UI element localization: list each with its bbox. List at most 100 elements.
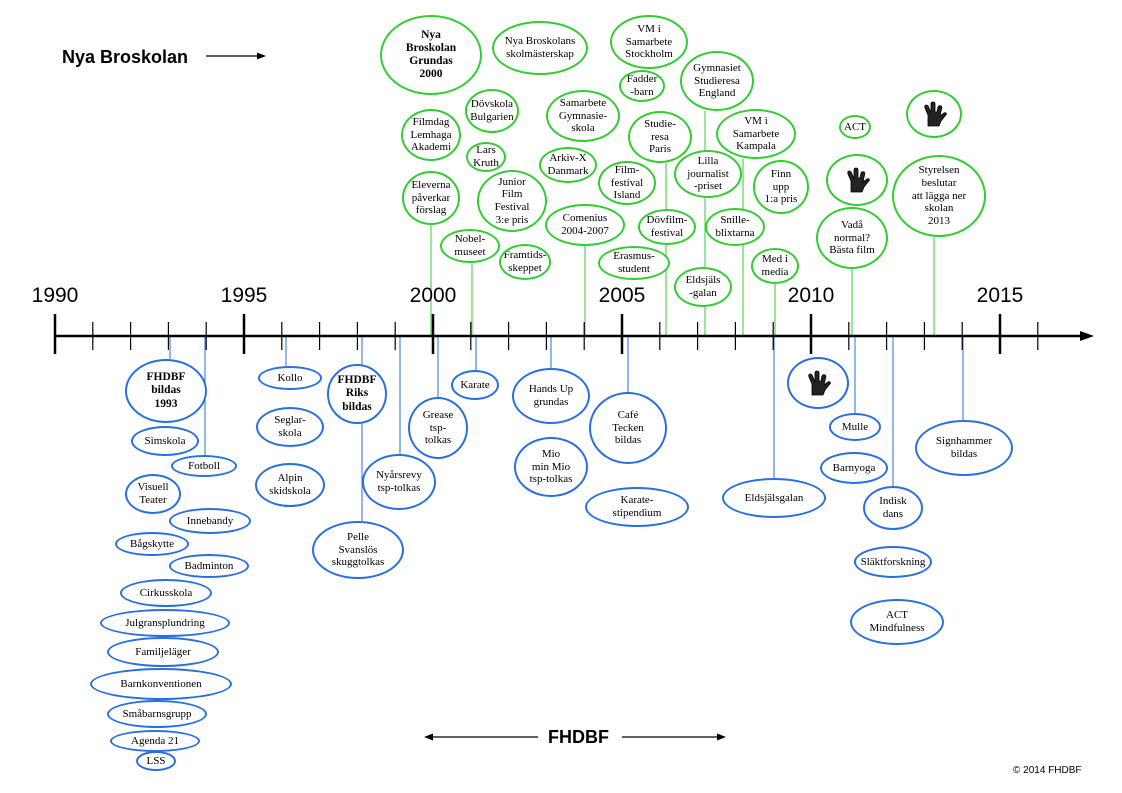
event-bubble: Familjeläger xyxy=(107,637,219,667)
event-bubble: FHDBF bildas 1993 xyxy=(125,359,207,423)
event-label: Arkiv-X Danmark xyxy=(547,152,589,177)
event-label: Bågskytte xyxy=(130,537,174,550)
icon-bubble xyxy=(826,154,888,206)
sign-language-hand-icon xyxy=(847,167,870,193)
event-bubble: Indisk dans xyxy=(863,486,923,530)
event-bubble: Alpin skidskola xyxy=(255,463,325,507)
event-bubble: FHDBF Riks bildas xyxy=(327,364,387,424)
event-bubble: Eleverna påverkar förslag xyxy=(402,171,460,225)
event-label: Café Tecken bildas xyxy=(612,409,644,447)
event-label: Julgransplundring xyxy=(125,616,205,629)
bottom-heading-arrowhead-right xyxy=(717,733,726,741)
copyright-text: © 2014 FHDBF xyxy=(1013,765,1082,776)
event-bubble: Barnyoga xyxy=(820,452,888,484)
event-label: Lilla journalist -priset xyxy=(687,155,729,193)
timeline-axis xyxy=(53,314,1094,354)
event-bubble: Karate- stipendium xyxy=(585,487,689,527)
event-label: Dövfilm- festival xyxy=(646,214,688,239)
event-label: Signhammer bildas xyxy=(935,435,993,460)
year-label: 1990 xyxy=(31,284,79,307)
event-bubble: Eldsjälsgalan xyxy=(722,478,826,518)
event-bubble: Comenius 2004-2007 xyxy=(545,204,625,246)
event-label: FHDBF Riks bildas xyxy=(337,374,377,413)
event-bubble: Finn upp 1:a pris xyxy=(753,160,809,214)
event-bubble: Filmdag Lemhaga Akademi xyxy=(401,109,461,161)
event-bubble: Småbarnsgrupp xyxy=(107,700,207,728)
event-label: Nya Broskolan Grundas 2000 xyxy=(405,28,457,81)
event-label: Badminton xyxy=(184,559,234,572)
event-label: Dövskola Bulgarien xyxy=(470,98,514,123)
event-bubble: Samarbete Gymnasie- skola xyxy=(546,90,620,142)
event-label: Snille- blixtarna xyxy=(715,214,755,239)
event-bubble: Nyårsrevy tsp-tolkas xyxy=(362,454,436,510)
event-bubble: Dövfilm- festival xyxy=(638,209,696,245)
event-bubble: Nya Broskolans skolmästerskap xyxy=(492,21,588,75)
event-bubble: Arkiv-X Danmark xyxy=(539,147,597,183)
event-bubble: Nobel- museet xyxy=(440,229,500,263)
event-label: Pelle Svanslös skuggtolkas xyxy=(331,531,385,569)
event-label: Nya Broskolans skolmästerskap xyxy=(504,35,576,60)
event-label: Studie- resa Paris xyxy=(644,118,676,156)
event-bubble: ACT Mindfulness xyxy=(850,599,944,645)
event-bubble: Studie- resa Paris xyxy=(628,111,692,163)
event-label: Erasmus- student xyxy=(613,250,655,275)
event-bubble: Barnkonventionen xyxy=(90,668,232,700)
event-bubble: VM i Samarbete Stockholm xyxy=(610,15,688,69)
event-bubble: Vadå normal? Bästa film xyxy=(816,207,888,269)
event-bubble: Junior Film Festival 3:e pris xyxy=(477,170,547,232)
event-label: Mio min Mio tsp-tolkas xyxy=(529,448,573,486)
event-bubble: Pelle Svanslös skuggtolkas xyxy=(312,521,404,579)
event-bubble: LSS xyxy=(136,751,176,771)
event-label: Alpin skidskola xyxy=(269,472,311,497)
year-label: 1995 xyxy=(220,284,268,307)
event-bubble: Med i media xyxy=(751,248,799,284)
event-bubble: Erasmus- student xyxy=(598,246,670,280)
event-bubble: ACT xyxy=(839,115,871,139)
event-label: Lars Kruth xyxy=(473,144,499,169)
event-label: Fadder -barn xyxy=(626,73,658,98)
event-label: Film- festival Island xyxy=(610,164,644,202)
event-label: Samarbete Gymnasie- skola xyxy=(558,97,608,135)
heading-arrows xyxy=(206,52,726,741)
event-label: Hands Up grundas xyxy=(528,383,574,408)
event-bubble: Framtids- skeppet xyxy=(499,244,551,280)
event-bubble: VM i Samarbete Kampala xyxy=(716,109,796,159)
event-bubble: Eldsjäls -galan xyxy=(674,267,732,307)
event-label: Släktforskning xyxy=(860,555,926,568)
event-bubble: Fotboll xyxy=(171,455,237,477)
event-label: Karate- stipendium xyxy=(612,494,662,519)
event-bubble: Fadder -barn xyxy=(619,70,665,102)
event-label: Styrelsen beslutar att lägga ner skolan … xyxy=(911,164,967,227)
event-label: Simskola xyxy=(144,434,186,447)
event-bubble: Gymnasiet Studieresa England xyxy=(680,51,754,111)
icon-bubble xyxy=(906,90,962,138)
event-bubble: Styrelsen beslutar att lägga ner skolan … xyxy=(892,155,986,237)
event-label: Indisk dans xyxy=(879,495,907,520)
event-label: Gymnasiet Studieresa England xyxy=(693,62,741,100)
event-label: Familjeläger xyxy=(135,645,191,658)
year-label: 2000 xyxy=(409,284,457,307)
event-label: Agenda 21 xyxy=(131,734,179,747)
event-label: Eldsjäls -galan xyxy=(685,274,721,299)
event-label: Visuell Teater xyxy=(137,481,169,506)
event-label: Nyårsrevy tsp-tolkas xyxy=(376,469,422,494)
event-label: Seglar- skola xyxy=(274,414,306,439)
event-bubble: Signhammer bildas xyxy=(915,420,1013,476)
event-label: Filmdag Lemhaga Akademi xyxy=(410,116,452,154)
event-label: Eldsjälsgalan xyxy=(744,491,804,504)
event-bubble: Agenda 21 xyxy=(110,730,200,752)
event-bubble: Dövskola Bulgarien xyxy=(465,89,519,133)
event-label: VM i Samarbete Kampala xyxy=(732,115,780,153)
event-label: Grease tsp- tolkas xyxy=(422,409,454,447)
event-bubble: Kollo xyxy=(258,366,322,390)
event-label: Karate xyxy=(460,378,490,391)
event-label: FHDBF bildas 1993 xyxy=(146,371,186,410)
event-bubble: Simskola xyxy=(131,426,199,456)
event-label: Framtids- skeppet xyxy=(503,249,547,274)
event-bubble: Innebandy xyxy=(169,508,251,534)
event-bubble: Café Tecken bildas xyxy=(589,392,667,464)
year-label: 2015 xyxy=(976,284,1024,307)
event-bubble: Film- festival Island xyxy=(598,161,656,205)
event-bubble: Karate xyxy=(451,370,499,400)
